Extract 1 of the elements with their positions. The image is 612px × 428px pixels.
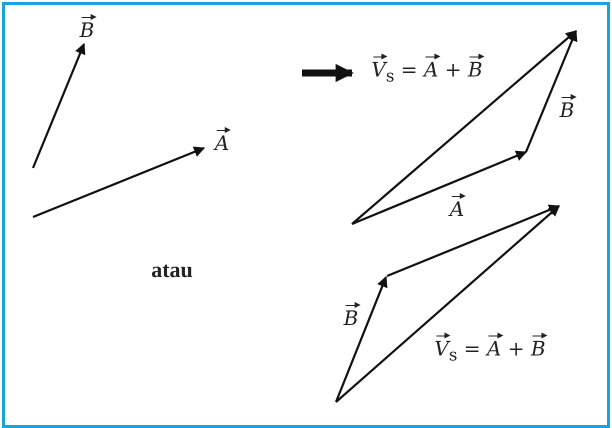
connector-word: atau	[151, 256, 193, 284]
